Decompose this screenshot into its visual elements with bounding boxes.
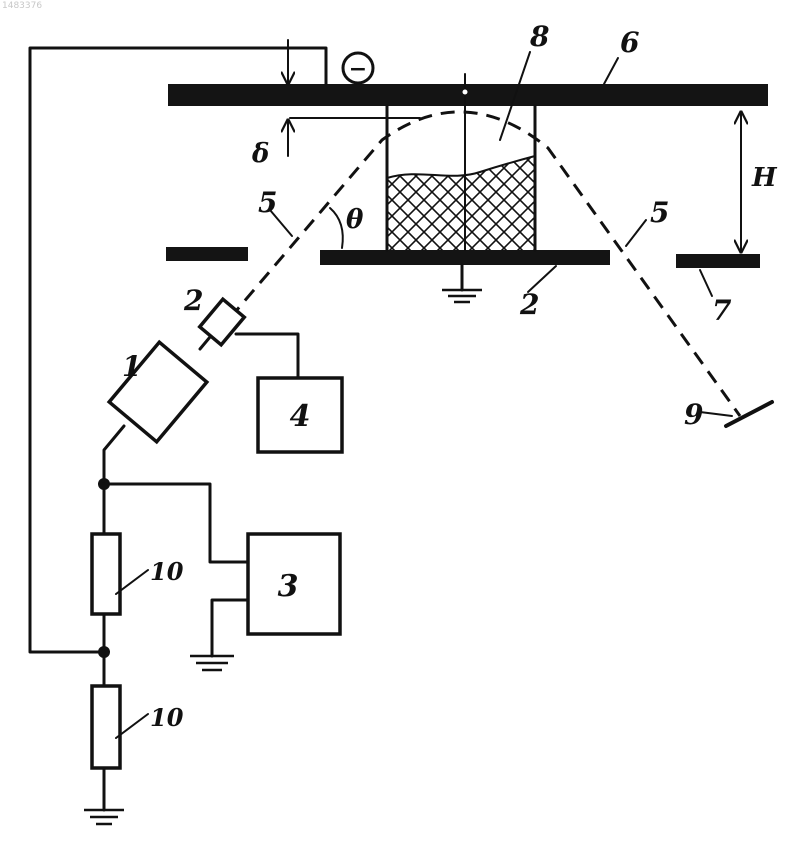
wire-cathode-to-4 bbox=[236, 334, 298, 378]
label-3: 3 bbox=[278, 569, 299, 604]
wire-3-to-ground bbox=[212, 600, 248, 656]
ground-symbol-resistors bbox=[84, 810, 124, 824]
corner-id: 1483376 bbox=[2, 1, 42, 11]
label-H: H bbox=[751, 163, 778, 193]
label-9: 9 bbox=[684, 398, 703, 431]
leader-5-right bbox=[626, 220, 646, 246]
label-1: 1 bbox=[122, 350, 141, 383]
target-9 bbox=[726, 402, 772, 426]
wire-junction-to-3 bbox=[104, 484, 248, 562]
label-4: 4 bbox=[290, 399, 311, 434]
label-2-cathode: 2 bbox=[183, 284, 203, 317]
upper-plate-6 bbox=[168, 84, 768, 106]
polarity-label: − bbox=[349, 56, 367, 82]
label-theta: θ bbox=[346, 205, 364, 235]
label-5-left: 5 bbox=[258, 186, 277, 219]
ground-symbol-3 bbox=[190, 656, 234, 670]
cathode-2 bbox=[200, 299, 245, 345]
label-5-right: 5 bbox=[650, 196, 669, 229]
leader-6 bbox=[604, 58, 618, 84]
label-7: 7 bbox=[712, 294, 732, 327]
label-delta: δ bbox=[251, 139, 269, 169]
label-2-plate: 2 bbox=[519, 288, 539, 321]
leader-7 bbox=[700, 270, 712, 296]
label-10-top: 10 bbox=[150, 557, 184, 586]
left-plate-segment bbox=[166, 247, 248, 261]
lower-plate-2 bbox=[320, 250, 610, 265]
label-6: 6 bbox=[620, 26, 639, 59]
angle-arc bbox=[330, 208, 343, 248]
ground-symbol-plate bbox=[442, 265, 482, 302]
label-8: 8 bbox=[529, 20, 549, 53]
wire-source-down bbox=[104, 426, 124, 484]
target-leader bbox=[700, 412, 732, 416]
resistor-10-top bbox=[92, 534, 120, 614]
screen-plate-7 bbox=[676, 254, 760, 268]
label-10-bottom: 10 bbox=[150, 703, 184, 732]
resistor-10-bottom bbox=[92, 686, 120, 768]
gun-connector bbox=[200, 337, 210, 349]
